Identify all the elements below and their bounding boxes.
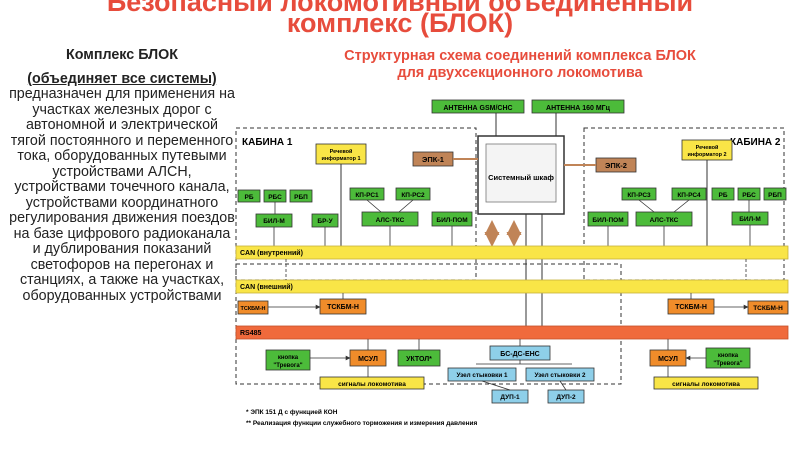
epk2-label: ЭПК-2 bbox=[605, 161, 627, 170]
tskbm-left-small bbox=[237, 300, 269, 315]
rbp1-label: РБП bbox=[294, 194, 308, 201]
description-subheading: (объединяет все системы) bbox=[27, 70, 217, 87]
speech-informer2-label: Речевой bbox=[696, 144, 719, 151]
tskbm-left-small-label: ТСКБМ-Н bbox=[240, 306, 265, 312]
kp-rs2-label: КП-РС2 bbox=[401, 192, 425, 199]
button-alarm2-label1: кнопка bbox=[718, 353, 739, 359]
kp-rs4-label: КП-РС4 bbox=[677, 192, 701, 199]
br-u-label: БР-У bbox=[317, 218, 333, 225]
rbs1-label: РБС bbox=[268, 194, 282, 201]
slide-title: комплекс (БЛОК) bbox=[286, 8, 514, 38]
dup1-label: ДУП-1 bbox=[500, 394, 520, 401]
rbp2-label: РБП bbox=[768, 192, 782, 199]
diagram-title-line1: Структурная схема соединений комплекса Б… bbox=[344, 48, 696, 64]
system-cabinet-inner bbox=[485, 143, 557, 203]
tskbm1-label: ТСКБМ-Н bbox=[327, 304, 359, 311]
loco-signals1-label: сигналы локомотива bbox=[338, 381, 406, 388]
bs-ds-ens-label: БС-ДС-ЕНС bbox=[500, 351, 539, 358]
description-heading: Комплекс БЛОК bbox=[65, 47, 178, 63]
diagram-title-line2: для двухсекционного локомотива bbox=[397, 65, 643, 81]
cabin1-label: КАБИНА 1 bbox=[242, 137, 293, 148]
cabin2-label: КАБИНА 2 bbox=[730, 137, 781, 148]
rs485-label: RS485 bbox=[240, 330, 262, 337]
description-column: Комплекс БЛОК (объединяет все системы) п… bbox=[8, 47, 236, 304]
description-body: предназначен для применения на участках … bbox=[9, 86, 235, 304]
button-alarm1-label2: "Тревога" bbox=[273, 363, 302, 369]
bil-pom2-label: БИЛ-ПОМ bbox=[592, 217, 623, 224]
antenna-160-box bbox=[531, 99, 625, 114]
tskbm-right-small-label: ТСКБМ-Н bbox=[753, 305, 783, 312]
system-cabinet-label: Системный шкаф bbox=[488, 173, 554, 182]
button-alarm1-box bbox=[265, 349, 311, 371]
epk1-label: ЭПК-1 bbox=[422, 155, 444, 164]
als-tks1-label: АЛС-ТКС bbox=[376, 217, 405, 224]
lower-frame bbox=[235, 263, 622, 385]
can-external-bar bbox=[235, 279, 789, 294]
bil-m2-label: БИЛ-М bbox=[739, 216, 760, 223]
antenna-gsm-box bbox=[431, 99, 525, 114]
footnote-2: ** Реализация функции служебного торможе… bbox=[246, 419, 477, 427]
als-tks2-label: АЛС-ТКС bbox=[650, 217, 679, 224]
dup2-label: ДУП-2 bbox=[556, 394, 576, 401]
antenna-160-label: АНТЕННА 160 МГц bbox=[546, 105, 611, 112]
loco-signals2-label: сигналы локомотива bbox=[672, 381, 740, 388]
can-external-label: CAN (внешний) bbox=[240, 283, 293, 291]
bil-m1-label: БИЛ-М bbox=[263, 218, 284, 225]
loco-signals2-box bbox=[653, 376, 759, 390]
footnote-1: * ЭПК 151 Д с функцией КОН bbox=[246, 408, 338, 416]
msul1-label: МСУЛ bbox=[358, 356, 378, 363]
rb1-box bbox=[237, 189, 261, 203]
loco-signals1-box bbox=[319, 376, 425, 390]
node1-dup1-link bbox=[481, 380, 511, 391]
button-alarm1-label1: кнопка bbox=[278, 355, 299, 361]
button-alarm2-label2: "Тревога" bbox=[713, 361, 742, 367]
rbp2-box bbox=[763, 187, 787, 201]
speech-informer1-label2: информатор 1 bbox=[321, 155, 360, 162]
msul2-label: МСУЛ bbox=[658, 356, 678, 363]
kp-rs2-link bbox=[398, 199, 414, 213]
rb2-box bbox=[711, 187, 735, 201]
rb2-label: РБ bbox=[718, 192, 727, 199]
uktol-label: УКТОЛ* bbox=[406, 356, 432, 363]
rb1-label: РБ bbox=[244, 194, 253, 201]
node1-label: Узел стыковки 1 bbox=[457, 372, 508, 379]
node2-dup2-link bbox=[559, 380, 567, 391]
slide-title-top: Безопасный локомотивный объединенный bbox=[106, 0, 694, 17]
diagram-title: Структурная схема соединений комплекса Б… bbox=[300, 48, 740, 82]
rbs2-label: РБС bbox=[742, 192, 756, 199]
bil-pom1-label: БИЛ-ПОМ bbox=[436, 217, 467, 224]
speech-informer1-label: Речевой bbox=[330, 148, 353, 155]
can-internal-bar bbox=[235, 245, 789, 260]
tskbm2-label: ТСКБМ-Н bbox=[675, 304, 707, 311]
structure-diagram: КАБИНА 1 КАБИНА 2 АНТЕННА GSM/СНС АНТЕНН… bbox=[235, 99, 789, 427]
kp-rs1-label: КП-РС1 bbox=[355, 192, 379, 199]
antenna-gsm-label: АНТЕННА GSM/СНС bbox=[443, 105, 512, 112]
kp-rs3-label: КП-РС3 bbox=[627, 192, 651, 199]
can-internal-label: CAN (внутренний) bbox=[240, 249, 303, 257]
rbp1-box bbox=[289, 189, 313, 203]
speech-informer2-label2: информатор 2 bbox=[687, 151, 726, 158]
node2-label: Узел стыковки 2 bbox=[535, 372, 586, 379]
kp-rs4-link bbox=[673, 199, 690, 213]
kp-rs1-link bbox=[366, 199, 382, 213]
rs485-bar bbox=[235, 325, 789, 340]
kp-rs3-link bbox=[638, 199, 655, 213]
